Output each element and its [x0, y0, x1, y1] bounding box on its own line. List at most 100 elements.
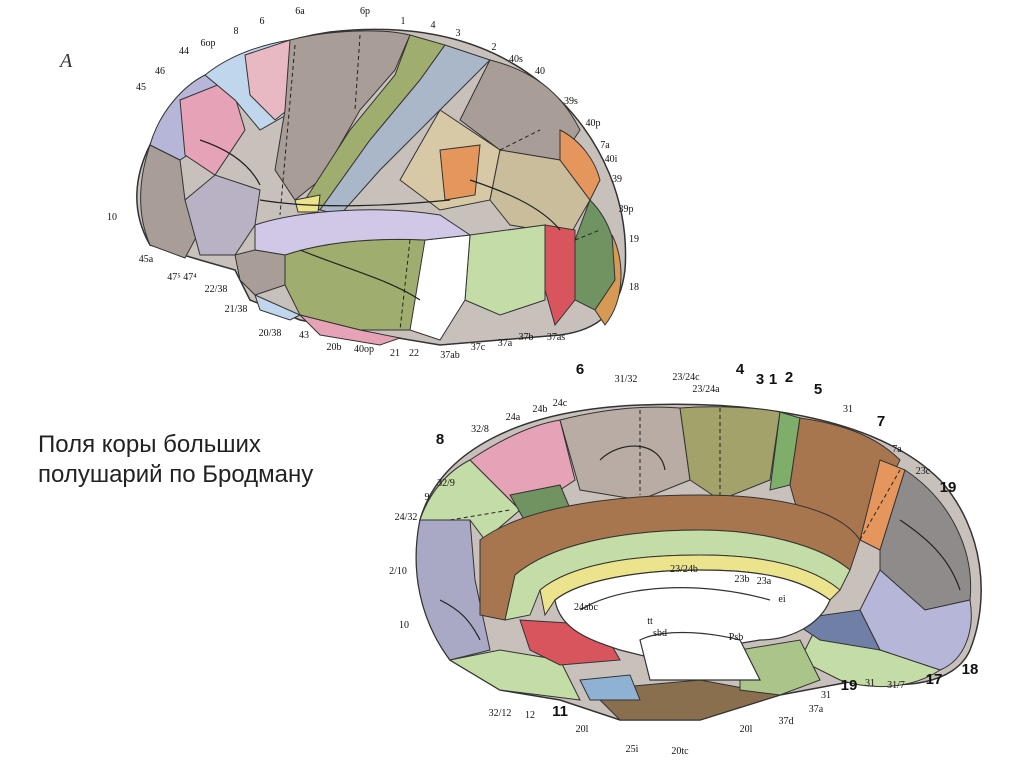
lateral-area-40i [439, 144, 481, 201]
medial-label-15: 32/8 [471, 424, 489, 435]
medial-area-37d [739, 639, 821, 696]
lateral-area-18 [594, 234, 622, 326]
medial-label-1: 31/32 [615, 374, 638, 385]
lateral-sulcus-3 [469, 179, 561, 231]
lateral-area-yellow [294, 194, 321, 213]
medial-area-9 [419, 459, 521, 541]
lateral-label-16: 8 [234, 26, 239, 37]
medial-label-26: 23a [757, 576, 772, 587]
medial-label-0: 6 [576, 361, 584, 378]
lateral-area-22 [254, 209, 472, 256]
lateral-area-38 [234, 249, 286, 296]
medial-label-44: 11 [552, 703, 568, 720]
medial-label-11: 7a [892, 444, 902, 455]
lateral-label-35: 37c [471, 342, 486, 353]
lateral-boundary-1 [279, 44, 296, 216]
lateral-label-3: 4 [431, 20, 436, 31]
medial-label-8: 5 [814, 381, 822, 398]
lateral-label-9: 40p [586, 118, 601, 129]
medial-label-37: 31 [821, 690, 831, 701]
panel-letter: А [60, 50, 73, 72]
medial-label-3: 23/24a [692, 384, 720, 395]
medial-sulcus-2 [899, 519, 961, 591]
medial-label-46: 32/12 [489, 708, 512, 719]
medial-label-25: 23b [735, 574, 750, 585]
lateral-label-14: 19 [629, 234, 639, 245]
lateral-label-31: 40op [354, 344, 374, 355]
medial-label-34: 31/7 [887, 680, 905, 691]
lateral-boundary-3 [399, 239, 411, 331]
medial-label-38: 37a [809, 704, 824, 715]
medial-label-18: 24c [553, 398, 568, 409]
lateral-area-6a [274, 30, 411, 201]
lateral-label-2: 1 [401, 16, 406, 27]
medial-boundaries [449, 408, 901, 541]
medial-hemisphere [415, 403, 982, 721]
medial-area-4 [679, 406, 781, 501]
lateral-label-29: 43 [299, 330, 309, 341]
medial-label-24: 23/24b [670, 564, 698, 575]
lateral-label-0: 6a [295, 6, 305, 17]
lateral-label-15: 18 [629, 282, 639, 293]
lateral-label-1: 6p [360, 6, 370, 17]
lateral-label-20: 46 [155, 66, 165, 77]
lateral-label-8: 39s [564, 96, 578, 107]
medial-label-30: sbd [653, 628, 667, 639]
lateral-area-37 [464, 224, 546, 316]
medial-label-40: 20l [740, 724, 753, 735]
medial-sulcus-1 [599, 445, 666, 471]
lateral-label-19: 44 [179, 46, 189, 57]
lateral-boundary-5 [574, 229, 601, 241]
medial-label-19: 32/9 [437, 478, 455, 489]
medial-label-12: 23c [916, 466, 931, 477]
medial-label-42: 25i [626, 744, 639, 755]
lateral-label-18: 6op [201, 38, 216, 49]
lateral-label-6: 40s [509, 54, 523, 65]
lateral-label-27: 21/38 [225, 304, 248, 315]
medial-area-20tc [588, 679, 781, 721]
medial-label-35: 31 [865, 678, 875, 689]
lateral-label-10: 7a [600, 140, 610, 151]
lateral-label-37: 37b [519, 332, 534, 343]
medial-label-5: 3 [756, 371, 764, 388]
lateral-label-30: 20b [327, 342, 342, 353]
lateral-label-36: 37a [498, 338, 513, 349]
medial-label-36: 19 [841, 677, 858, 694]
medial-label-45: 12 [525, 710, 535, 721]
lateral-label-28: 20/38 [259, 328, 282, 339]
medial-label-17: 24b [533, 404, 548, 415]
medial-label-14: 8 [436, 431, 444, 448]
lateral-sulci [199, 139, 561, 301]
lateral-sulcus-2 [299, 249, 421, 301]
medial-boundary-4 [449, 509, 511, 521]
medial-area-25i [579, 674, 641, 701]
lateral-label-13: 39p [619, 204, 634, 215]
medial-label-33: 18 [962, 661, 979, 678]
lateral-label-17: 6 [260, 16, 265, 27]
lateral-label-24: 47⁵ [167, 272, 181, 283]
lateral-label-34: 37ab [440, 350, 459, 361]
medial-label-28: 24abc [574, 602, 598, 613]
lateral-label-4: 3 [456, 28, 461, 39]
medial-label-4: 4 [736, 361, 745, 378]
lateral-label-26: 22/38 [205, 284, 228, 295]
medial-sulcus-3 [439, 599, 481, 641]
medial-label-13: 19 [940, 479, 957, 496]
corpus-callosum [554, 569, 831, 661]
medial-label-9: 31 [843, 404, 853, 415]
medial-label-21: 24/32 [395, 512, 418, 523]
lateral-label-32: 21 [390, 348, 400, 359]
lateral-area-43 [254, 294, 302, 321]
lateral-label-23: 45a [139, 254, 154, 265]
medial-label-29: tt [647, 616, 653, 627]
medial-label-39: 37d [779, 716, 794, 727]
fornix [579, 587, 771, 611]
medial-label-27: ei [778, 594, 785, 605]
lateral-label-11: 40i [605, 154, 618, 165]
lateral-hemisphere [136, 28, 627, 346]
medial-label-20: 9 [425, 492, 430, 503]
lateral-label-5: 2 [492, 42, 497, 53]
medial-label-6: 1 [769, 371, 777, 388]
medial-label-23: 10 [399, 620, 409, 631]
